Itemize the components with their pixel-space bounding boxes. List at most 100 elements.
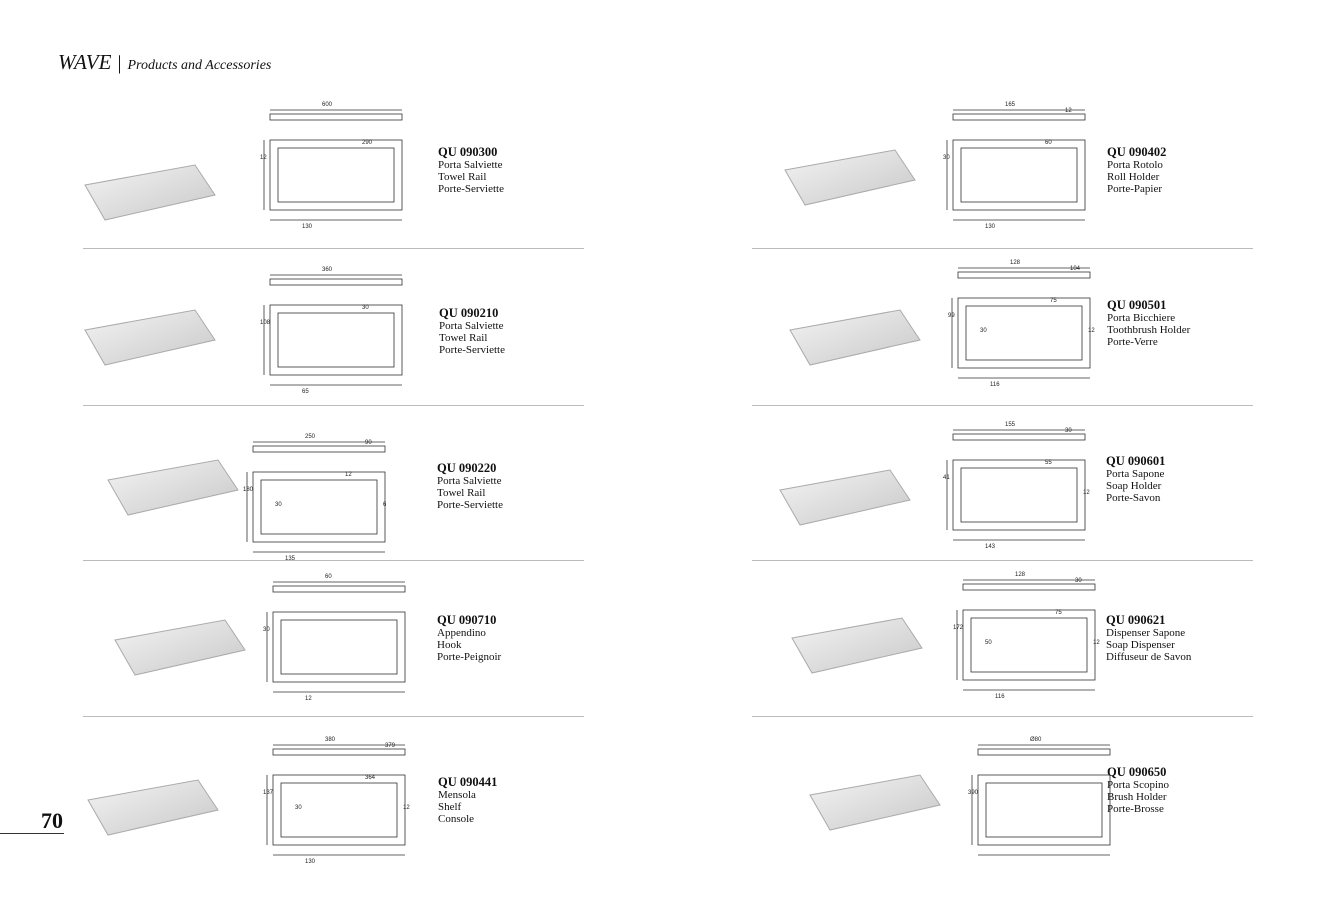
- product-name: Porta Sapone: [1106, 468, 1165, 480]
- dimension-label: 165: [1005, 102, 1016, 108]
- product-name: Porta Rotolo: [1107, 159, 1163, 171]
- row-divider: [83, 716, 584, 717]
- dimension-label: 30: [943, 155, 950, 161]
- product-code: QU 090650: [1107, 765, 1167, 779]
- product-code: QU 090402: [1107, 145, 1167, 159]
- dimension-label: 290: [362, 140, 373, 146]
- product-name: Porte-Serviette: [439, 344, 505, 356]
- dimension-label: 390: [968, 790, 979, 796]
- row-divider: [83, 405, 584, 406]
- dimension-label: 130: [302, 224, 313, 230]
- dimension-label: 12: [345, 472, 352, 478]
- product-name: Porte-Serviette: [438, 183, 504, 195]
- row-divider: [752, 405, 1253, 406]
- product-photo: [770, 270, 935, 390]
- product-code: QU 090601: [1106, 454, 1166, 468]
- product-name: Diffuseur de Savon: [1106, 651, 1192, 663]
- dimension-label: 12: [305, 696, 312, 702]
- dimension-label: 130: [305, 859, 316, 865]
- row-divider: [752, 560, 1253, 561]
- product-name: Porte-Papier: [1107, 183, 1162, 195]
- row-divider: [83, 560, 584, 561]
- product-name: Porta Scopino: [1107, 779, 1170, 791]
- dimension-label: 12: [403, 805, 410, 811]
- product-code: QU 090710: [437, 613, 497, 627]
- product-code: QU 090501: [1107, 298, 1167, 312]
- dimension-label: 60: [1045, 140, 1052, 146]
- dimension-label: 30: [980, 328, 987, 334]
- dimension-label: 65: [302, 389, 309, 395]
- dimension-label: 41: [943, 475, 950, 481]
- dimension-label: 360: [322, 267, 333, 273]
- dimension-label: 128: [1010, 260, 1021, 266]
- technical-drawing: Ø80 390: [968, 735, 1120, 865]
- product-photo: [95, 580, 260, 700]
- product-photo: [772, 578, 937, 698]
- dimension-label: 380: [325, 737, 336, 743]
- dimension-label: 75: [1055, 610, 1062, 616]
- dimension-label: 12: [1083, 490, 1090, 496]
- product-name: Console: [438, 813, 475, 825]
- dimension-label: 116: [995, 694, 1005, 700]
- dimension-label: 379: [385, 743, 396, 749]
- header-separator: |: [117, 52, 122, 74]
- row-divider: [752, 716, 1253, 717]
- dimension-label: 6: [383, 502, 387, 508]
- dimension-label: 12: [1093, 640, 1100, 646]
- dimension-label: 60: [325, 574, 332, 580]
- dimension-label: 30: [362, 305, 369, 311]
- dimension-label: 155: [1005, 422, 1016, 428]
- dimension-label: 50: [985, 640, 992, 646]
- dimension-label: 30: [275, 502, 282, 508]
- product-name: Porte-Verre: [1107, 336, 1158, 348]
- product-name: Soap Holder: [1106, 480, 1162, 492]
- product-name: Porte-Brosse: [1107, 803, 1164, 815]
- dimension-label: 75: [1050, 298, 1057, 304]
- page-number: 70: [41, 808, 63, 833]
- product-name: Porte-Serviette: [437, 499, 503, 511]
- dimension-label: 135: [285, 556, 296, 562]
- product-photo: [790, 735, 955, 855]
- dimension-label: 180: [243, 487, 254, 493]
- product-code: QU 090210: [439, 306, 499, 320]
- product-name: Porte-Peignoir: [437, 651, 502, 663]
- dimension-label: 137: [263, 790, 274, 796]
- product-code: QU 090621: [1106, 613, 1166, 627]
- product-photo: [68, 740, 233, 860]
- product-name: Porta Bicchiere: [1107, 312, 1176, 324]
- product-photo: [765, 110, 930, 230]
- dimension-label: 30: [263, 627, 270, 633]
- dimension-label: 250: [305, 434, 316, 440]
- dimension-label: 128: [1015, 572, 1026, 578]
- product-name: Appendino: [437, 627, 486, 639]
- dimension-label: Ø80: [1030, 737, 1042, 743]
- page-number-rule: [0, 833, 64, 834]
- brand-name: WAVE: [58, 50, 112, 74]
- product-name: Porta Salviette: [438, 159, 503, 171]
- product-code: QU 090300: [438, 145, 498, 159]
- product-photo: [65, 270, 230, 390]
- product-name: Soap Dispenser: [1106, 639, 1175, 651]
- product-photo: [760, 430, 925, 550]
- dimension-label: 104: [1070, 266, 1081, 272]
- product-name: Towel Rail: [438, 171, 487, 183]
- product-name: Toothbrush Holder: [1107, 324, 1191, 336]
- product-name: Mensola: [438, 789, 476, 801]
- dimension-label: 172: [953, 625, 964, 631]
- product-name: Porta Salviette: [439, 320, 504, 332]
- product-name: Towel Rail: [437, 487, 486, 499]
- product-code: QU 090441: [438, 775, 498, 789]
